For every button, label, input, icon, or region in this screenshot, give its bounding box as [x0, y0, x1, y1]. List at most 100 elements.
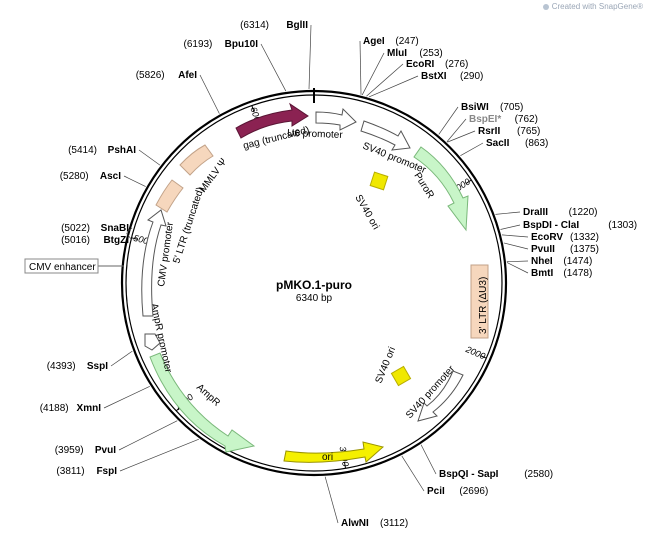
- site-position: (1474): [563, 256, 592, 267]
- site-position: (3811): [56, 466, 84, 477]
- restriction-site[interactable]: EcoRI(276): [406, 59, 468, 70]
- site-connector: [199, 74, 220, 114]
- restriction-site[interactable]: PvuII (1375): [531, 244, 599, 255]
- site-connector: [420, 444, 437, 475]
- restriction-site[interactable]: XmnI (4188): [40, 403, 102, 414]
- site-position: (3112): [380, 518, 408, 529]
- feature-sv40-ori-2[interactable]: [390, 365, 412, 387]
- site-position: (5826): [136, 70, 165, 81]
- site-name: SnaBI: [101, 223, 130, 234]
- site-position: (5022): [61, 223, 90, 234]
- cmv-enhancer-box[interactable]: [24, 258, 99, 274]
- feature-ori[interactable]: [283, 441, 385, 463]
- site-connector: [126, 233, 133, 241]
- feature-5-ltr[interactable]: [155, 179, 184, 213]
- feature-3-ltr[interactable]: [470, 264, 489, 339]
- feature-gag-truncated[interactable]: [235, 102, 309, 139]
- site-position: (2696): [459, 486, 488, 497]
- site-name: DraIII: [523, 207, 548, 218]
- restriction-site[interactable]: BspEI*(762): [469, 114, 538, 125]
- restriction-site[interactable]: AfeI (5826): [136, 70, 198, 81]
- restriction-site[interactable]: EcoRV (1332): [531, 232, 599, 243]
- site-name: PvuII: [531, 244, 555, 255]
- site-connector: [123, 175, 146, 187]
- restriction-site[interactable]: AlwNI(3112): [341, 518, 408, 529]
- restriction-site[interactable]: BsiWI (705): [461, 102, 523, 113]
- site-position: (1332): [570, 232, 599, 243]
- tick-mark: [465, 179, 472, 184]
- site-position: (5016): [61, 235, 90, 246]
- site-name: BsiWI: [461, 102, 489, 113]
- feature-label-3-ltr: 3' LTR (ΔU3): [478, 277, 489, 334]
- feature-sv40-promoter-1[interactable]: [360, 120, 411, 151]
- site-name: SspI: [87, 361, 108, 372]
- site-position: (1375): [570, 244, 599, 255]
- site-connector: [138, 149, 161, 166]
- site-connector: [506, 262, 529, 274]
- site-name: BtgZI: [103, 235, 129, 246]
- feature-u6-promoter[interactable]: [315, 107, 357, 131]
- restriction-site[interactable]: Bpu10I(6193): [183, 39, 258, 50]
- feature-ampr[interactable]: [149, 352, 256, 453]
- site-name: PshAI: [108, 145, 137, 156]
- feature-sv40-ori-1[interactable]: [369, 171, 389, 191]
- restriction-site[interactable]: AscI(5280): [60, 171, 122, 182]
- restriction-site[interactable]: DraIII (1220): [523, 207, 598, 218]
- restriction-site[interactable]: BstXI(290): [421, 71, 483, 82]
- site-name: PciI: [427, 486, 445, 497]
- restriction-site[interactable]: BtgZI (5016): [61, 235, 129, 246]
- site-position: (705): [500, 102, 523, 113]
- feature-puror[interactable]: [413, 146, 469, 232]
- site-position: (4188): [40, 403, 69, 414]
- site-connector: [503, 242, 529, 250]
- site-position: (5280): [60, 171, 89, 182]
- site-position: (276): [445, 59, 468, 70]
- site-name: FspI: [96, 466, 117, 477]
- restriction-site[interactable]: AgeI(247): [363, 36, 419, 47]
- site-connector: [401, 455, 425, 492]
- site-position: (765): [517, 126, 540, 137]
- restriction-site[interactable]: BmtI(1478): [531, 268, 592, 279]
- site-connector: [447, 130, 476, 143]
- site-name: BspQI - SapI: [439, 469, 499, 480]
- site-name: PvuI: [95, 445, 116, 456]
- feature-label-sv40-ori-1: SV40 ori: [352, 193, 381, 232]
- site-position: (1478): [563, 268, 592, 279]
- site-connector: [495, 211, 521, 215]
- site-name: AfeI: [178, 70, 197, 81]
- restriction-site[interactable]: RsrII(765): [478, 126, 540, 137]
- feature-cmv-promoter[interactable]: [141, 209, 167, 317]
- restriction-site[interactable]: BspQI - SapI (2580): [439, 469, 553, 480]
- restriction-site[interactable]: BglII(6314): [240, 20, 308, 31]
- site-name: XmnI: [77, 403, 102, 414]
- site-connector: [446, 118, 467, 142]
- restriction-site[interactable]: FspI (3811): [56, 466, 117, 477]
- restriction-site[interactable]: PshAI(5414): [68, 145, 136, 156]
- snapgene-watermark: Created with SnapGene®: [542, 2, 643, 11]
- feature-ampr-promoter[interactable]: [144, 333, 161, 351]
- site-position: (6314): [240, 20, 269, 31]
- restriction-site[interactable]: SspI(4393): [47, 361, 109, 372]
- site-position: (1220): [569, 207, 598, 218]
- watermark-text: Created with SnapGene®: [551, 2, 643, 11]
- restriction-site[interactable]: MluI(253): [387, 48, 443, 59]
- feature-mmlv-psi[interactable]: [179, 144, 214, 176]
- site-position: (2580): [524, 469, 553, 480]
- restriction-site[interactable]: PvuI(3959): [55, 445, 117, 456]
- restriction-site[interactable]: SacII(863): [486, 138, 548, 149]
- restriction-site[interactable]: BspDI - ClaI(1303): [523, 220, 637, 231]
- site-connector: [438, 106, 459, 135]
- feature-sv40-promoter-2[interactable]: [417, 370, 464, 422]
- restriction-site[interactable]: SnaBI (5022): [61, 223, 129, 234]
- site-connector: [501, 234, 529, 238]
- site-connector: [361, 52, 385, 96]
- site-connector: [118, 420, 178, 451]
- plasmid-name: pMKO.1-puro: [276, 278, 352, 292]
- site-name: MluI: [387, 48, 407, 59]
- site-name: EcoRV: [531, 232, 563, 243]
- restriction-site[interactable]: PciI (2696): [427, 486, 488, 497]
- site-connector: [500, 224, 521, 230]
- restriction-site[interactable]: NheI(1474): [531, 256, 592, 267]
- tick-label: 2000: [463, 344, 486, 362]
